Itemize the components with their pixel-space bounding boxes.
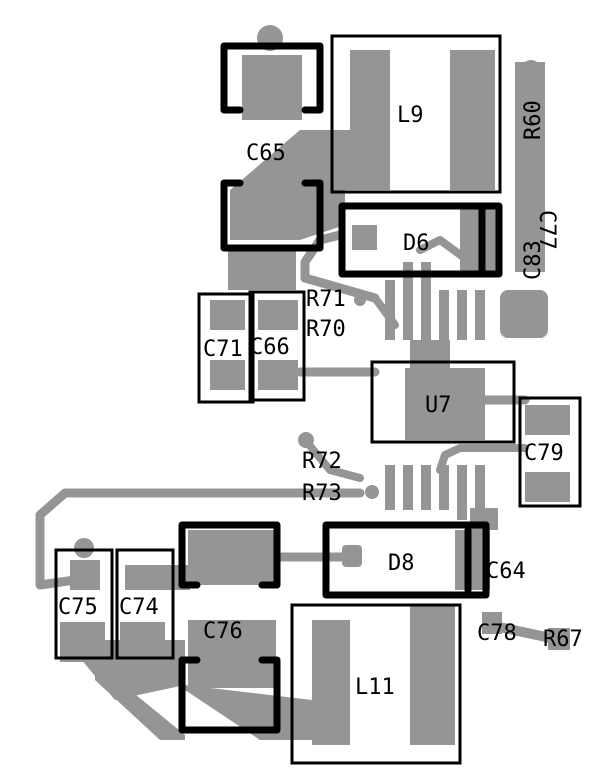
label-l9: L9 bbox=[397, 103, 424, 128]
d8-outline bbox=[322, 521, 490, 599]
c75-outline bbox=[54, 548, 114, 660]
l11-outline bbox=[290, 603, 462, 765]
label-c66: C66 bbox=[250, 335, 290, 360]
label-c76: C76 bbox=[203, 619, 243, 644]
c66-outline bbox=[248, 290, 306, 402]
c74-outline bbox=[115, 548, 175, 660]
label-c77: C77 bbox=[534, 210, 559, 250]
component-labels: L9 C65 R60 C77 D6 C83 R71 R70 C71 C66 U7… bbox=[58, 100, 583, 700]
label-c78: C78 bbox=[477, 621, 517, 646]
l9-outline bbox=[330, 34, 502, 194]
label-r70: R70 bbox=[306, 317, 346, 342]
label-c71: C71 bbox=[203, 337, 243, 362]
c79-outline bbox=[518, 396, 582, 508]
label-u7: U7 bbox=[425, 393, 452, 418]
label-r72: R72 bbox=[302, 449, 342, 474]
label-c75: C75 bbox=[58, 595, 98, 620]
label-d8: D8 bbox=[388, 551, 415, 576]
d6-outline bbox=[338, 202, 503, 278]
label-d6: D6 bbox=[403, 231, 430, 256]
label-c83: C83 bbox=[521, 240, 546, 280]
u7-outline bbox=[370, 360, 516, 444]
label-c64: C64 bbox=[486, 559, 526, 584]
label-r73: R73 bbox=[302, 481, 342, 506]
copper-traces bbox=[35, 230, 565, 645]
label-l11: L11 bbox=[355, 675, 395, 700]
c65-outline bbox=[220, 42, 324, 114]
label-c65: C65 bbox=[246, 141, 286, 166]
c76-outline bbox=[178, 521, 281, 589]
label-c74: C74 bbox=[119, 595, 159, 620]
c71-outline bbox=[197, 292, 255, 404]
label-r71: R71 bbox=[306, 287, 346, 312]
label-r67: R67 bbox=[543, 627, 583, 652]
silkscreen-outlines bbox=[54, 34, 582, 765]
label-c79: C79 bbox=[524, 441, 564, 466]
label-r60: R60 bbox=[521, 100, 546, 140]
